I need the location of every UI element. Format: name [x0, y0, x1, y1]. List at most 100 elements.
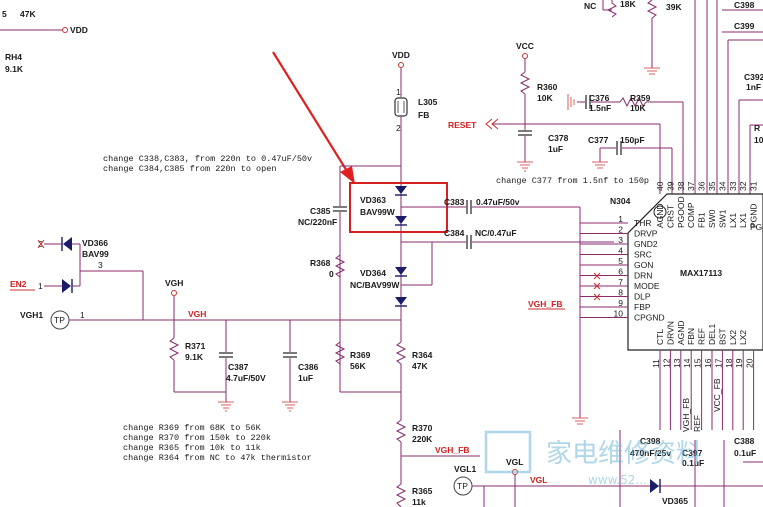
c398-top-label: C398: [734, 0, 755, 10]
ic-left-pin-name: SRC: [634, 250, 652, 260]
ic-left-pin-name: GND2: [634, 239, 658, 249]
r365-value: 11k: [412, 497, 426, 507]
ic-left-pin-number: 2: [618, 225, 623, 235]
ic-top-pin-name: PGND: [749, 203, 759, 228]
c383-ref: C383: [444, 197, 465, 207]
ground-symbol: [517, 161, 533, 172]
ic-bottom-pin-name: CTL: [655, 329, 665, 345]
ic-left-pin-name: FBP: [634, 302, 651, 312]
top-resistor: [646, 0, 658, 19]
nc-top-label: NC: [584, 1, 596, 11]
ic-left-pin-name: MODE: [634, 281, 660, 291]
r364-resistor: [395, 341, 407, 365]
c384-value: NC/0.47uF: [475, 228, 517, 238]
c387-value: 4.7uF/50V: [226, 373, 266, 383]
vd364-diode-a: [395, 267, 407, 275]
ic-left-pin-number: 7: [618, 277, 623, 287]
vgl1-tp-text: TP: [457, 481, 468, 491]
ic-top-pin-name: LX1: [728, 213, 738, 228]
top-left-value: 47K: [20, 9, 36, 19]
ic-top-pin-name: CRST: [665, 205, 675, 228]
rh4-ref: RH4: [5, 52, 22, 62]
watermark-url: www.52...: [588, 473, 647, 487]
ic-left-pin-number: 10: [614, 309, 624, 319]
vgh-terminal: [171, 290, 177, 296]
vd363-diode-a: [395, 186, 407, 194]
vd363-diode-b: [395, 216, 407, 224]
right-cut-2: 10: [754, 135, 763, 145]
top-resistor: [606, 0, 617, 18]
ic-top-pin-name: AGND: [655, 203, 665, 228]
c378-value: 1uF: [548, 144, 563, 154]
vd365-diode: [650, 479, 659, 493]
vgh1-label: VGH1: [20, 310, 43, 320]
watermark-text: 家电维修资料: [546, 439, 702, 469]
l305-ferrite-bead: [394, 97, 408, 117]
c397-ref: C397: [682, 448, 703, 458]
ic-left-pin-number: 5: [618, 256, 623, 266]
vd364-ref: VD364: [360, 268, 386, 278]
vd366-ref: VD366: [82, 238, 108, 248]
ground-symbol: [282, 401, 298, 412]
c392-ref: C392: [744, 72, 763, 82]
ic-top-pin-number: 32: [738, 181, 748, 191]
note-c: change C377 from 1.5nf to 150p: [496, 176, 649, 186]
c392-value: 1nF: [746, 82, 761, 92]
ic-ref: N304: [610, 196, 631, 206]
l305-pin1: 1: [396, 87, 401, 97]
ic-bottom-pin-number: 14: [682, 358, 692, 368]
ic-left-pin-name: THR: [634, 218, 651, 228]
c386-value: 1uF: [298, 373, 313, 383]
ic-body: [627, 193, 763, 351]
ref-vertical-label: REF: [692, 415, 702, 432]
ic-left-pin-number: 8: [618, 288, 623, 298]
ic-top-pin-name: FB1: [697, 212, 707, 228]
c376-value: 1.5nF: [589, 103, 611, 113]
ic-part: MAX17113: [680, 268, 722, 278]
vd364-value: NC/BAV99W: [350, 280, 400, 290]
r368-resistor: [334, 254, 346, 278]
watermark-logo: [484, 430, 532, 474]
ic-pin1-mark: [653, 205, 667, 219]
r371-value: 9.1K: [185, 352, 204, 362]
ic-bottom-pin-number: 18: [724, 358, 734, 368]
ic-top-bus: [659, 0, 763, 194]
ic-bottom-pin-name: FBN: [686, 328, 696, 345]
c386-ref: C386: [298, 362, 319, 372]
ic-top-pins: 40AGND39CRST38PGOOD37COMP36FB135SW034SW1…: [655, 181, 759, 228]
r368-ref: R368: [310, 258, 331, 268]
ic-left-pin-number: 6: [618, 267, 623, 277]
c378-ref: C378: [548, 133, 569, 143]
watermark: 家电维修资料 www.52...: [484, 430, 702, 487]
vcc-terminal: [522, 53, 528, 59]
ic-top-pin-number: 34: [717, 181, 727, 191]
ic-left-pin-number: 3: [618, 235, 623, 245]
ic-bottom-pins: 11CTL12DRVN13AGND14FBN15REF16DEL117BST18…: [651, 320, 755, 430]
c387-ref: C387: [228, 362, 249, 372]
vd366-nc-x: [37, 239, 45, 249]
ic-bottom-pin-number: 11: [651, 359, 661, 368]
ic-top-pin-number: 39: [665, 181, 675, 191]
top-left-ref: 5: [2, 9, 7, 19]
ic-bottom-pin-name: AGND: [676, 320, 686, 345]
ic-left-pin-number: 1: [618, 214, 623, 224]
ic-bottom-pin-number: 15: [693, 358, 703, 368]
highlight-arrow-head: [340, 166, 355, 184]
l305-ref: L305: [418, 97, 438, 107]
c398-ref: C398: [640, 436, 661, 446]
ic-left-pin-name: GON: [634, 260, 653, 270]
vgh-fb-label-1: VGH_FB: [435, 445, 469, 455]
vgh1-pin: 1: [80, 310, 85, 320]
ic-top-pin-number: 31: [749, 181, 759, 191]
ic-top-pin-number: 33: [728, 181, 738, 191]
r365-ref: R365: [412, 486, 433, 496]
ic-bottom-pin-name: DRVN: [665, 321, 675, 345]
ic-left-pin-number: 9: [618, 298, 623, 308]
c376-ref: C376: [589, 93, 610, 103]
ic-bottom-pin-number: 20: [745, 358, 755, 368]
l305-value: FB: [418, 110, 429, 120]
ic-bottom-pin-number: 16: [703, 358, 713, 368]
r371-ref: R371: [185, 341, 206, 351]
ic-left-pin-name: DRVP: [634, 229, 658, 239]
